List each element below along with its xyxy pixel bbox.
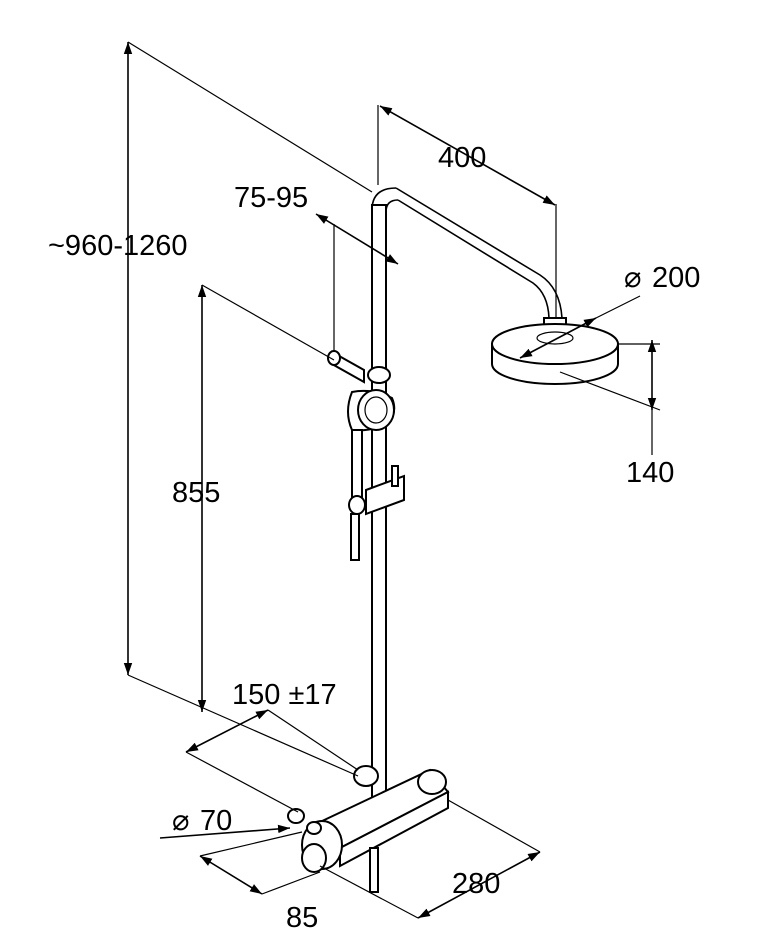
arm-length-label: 400 xyxy=(438,142,486,174)
head-diameter-dim-line xyxy=(519,317,597,359)
hose xyxy=(350,513,360,561)
head-diameter-label: 200 xyxy=(652,262,700,294)
shower-arm xyxy=(395,187,563,319)
inlet-spacing-dim-line xyxy=(185,709,269,753)
total-height-label: ~960-1260 xyxy=(48,230,188,262)
dimension-labels: ~960-1260 400 75-95 ⌀ 200 140 855 150 ±1… xyxy=(48,142,700,934)
diameter-symbol-head: ⌀ xyxy=(624,262,641,294)
arm-length-dim-line xyxy=(379,105,556,206)
holder-adjust-label: 75-95 xyxy=(234,182,308,214)
overhead-shower-head xyxy=(491,323,619,385)
mixer-length-label: 280 xyxy=(452,868,500,900)
thermostatic-mixer xyxy=(287,765,450,893)
holder-adjust-dim-line xyxy=(315,213,399,265)
shower-hardware xyxy=(287,187,619,893)
wall-bracket xyxy=(327,350,391,384)
inlet-spacing-label: 150 ±17 xyxy=(232,679,337,711)
handle-diameter-leader xyxy=(159,824,291,839)
mixer-length-dim-line xyxy=(417,851,541,919)
head-height-label: 140 xyxy=(626,457,674,489)
dimension-lines xyxy=(123,41,661,919)
hand-shower xyxy=(347,389,396,515)
handle-diameter-label: 70 xyxy=(200,805,232,837)
holder-height-label: 855 xyxy=(172,477,220,509)
mixer-depth-dim-line xyxy=(199,855,263,895)
slider-holder xyxy=(365,465,405,516)
mixer-depth-label: 85 xyxy=(286,902,318,934)
diameter-symbol-handle: ⌀ xyxy=(172,805,189,837)
